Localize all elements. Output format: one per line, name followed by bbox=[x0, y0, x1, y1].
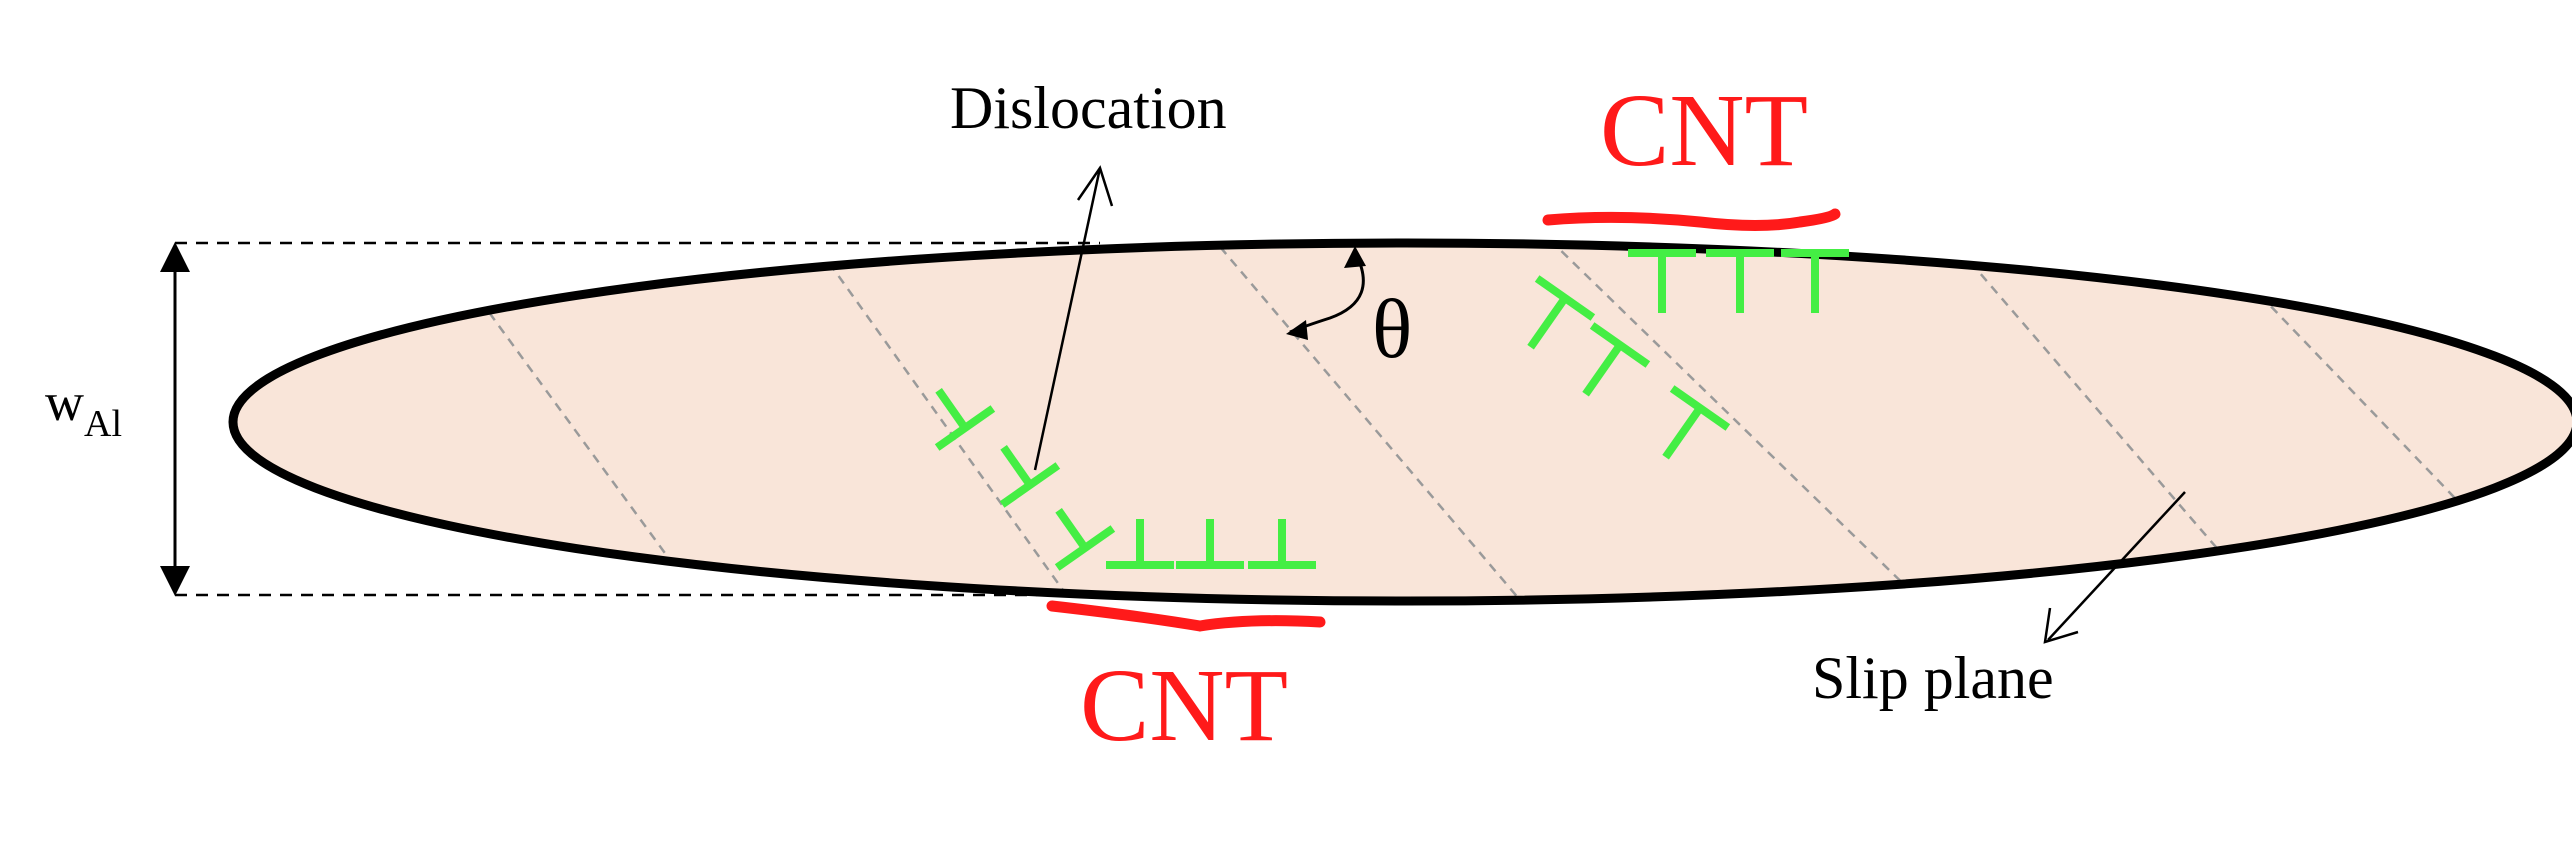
dislocation-symbol-top-1 bbox=[1628, 249, 1696, 313]
dislocation-symbol-top-2 bbox=[1706, 249, 1774, 313]
dislocation-symbol-bottom-1 bbox=[934, 388, 996, 451]
slip-plane-label: Slip plane bbox=[1812, 645, 2054, 711]
dislocation-symbol-top-3 bbox=[1781, 249, 1849, 313]
dislocation-symbol-top-4 bbox=[1527, 275, 1596, 350]
slip-plane-line bbox=[1959, 249, 2241, 576]
slip-plane-line bbox=[478, 299, 672, 561]
theta-label: θ bbox=[1372, 283, 1412, 376]
width-label-subscript: Al bbox=[84, 403, 122, 445]
width-dimension bbox=[160, 241, 1100, 597]
slip-plane-line bbox=[1549, 243, 1921, 601]
cnt-top-stroke bbox=[1542, 208, 1841, 231]
width-arrowhead-bottom bbox=[160, 566, 190, 596]
dislocation-symbol-top-5 bbox=[1582, 322, 1651, 397]
width-label: wAl bbox=[45, 372, 122, 445]
angle-arrow bbox=[1286, 246, 1366, 340]
width-label-main: w bbox=[45, 372, 84, 432]
grain-outline bbox=[228, 238, 2572, 606]
dislocation-symbol-bottom-6 bbox=[1248, 519, 1316, 569]
slip-plane-arrow bbox=[2043, 491, 2186, 644]
dislocation-symbol-bottom-4 bbox=[1106, 519, 1174, 569]
aluminum-grain bbox=[233, 243, 2572, 601]
width-arrowhead-top bbox=[160, 242, 190, 272]
dislocation-symbol-top-6 bbox=[1662, 385, 1731, 460]
cnt-bottom-stroke bbox=[1046, 600, 1326, 632]
dislocation-symbol-bottom-5 bbox=[1176, 519, 1244, 569]
dislocation-arrow bbox=[1033, 165, 1114, 471]
cnt-top-label: CNT bbox=[1600, 73, 1808, 188]
dislocation-symbols bbox=[934, 249, 1849, 571]
slip-plane-line bbox=[818, 249, 1072, 601]
dislocation-symbol-bottom-2 bbox=[999, 445, 1061, 508]
dislocation-symbol-bottom-3 bbox=[1054, 508, 1116, 571]
dislocation-label: Dislocation bbox=[950, 75, 1227, 141]
cnt-bottom-label: CNT bbox=[1080, 648, 1288, 763]
